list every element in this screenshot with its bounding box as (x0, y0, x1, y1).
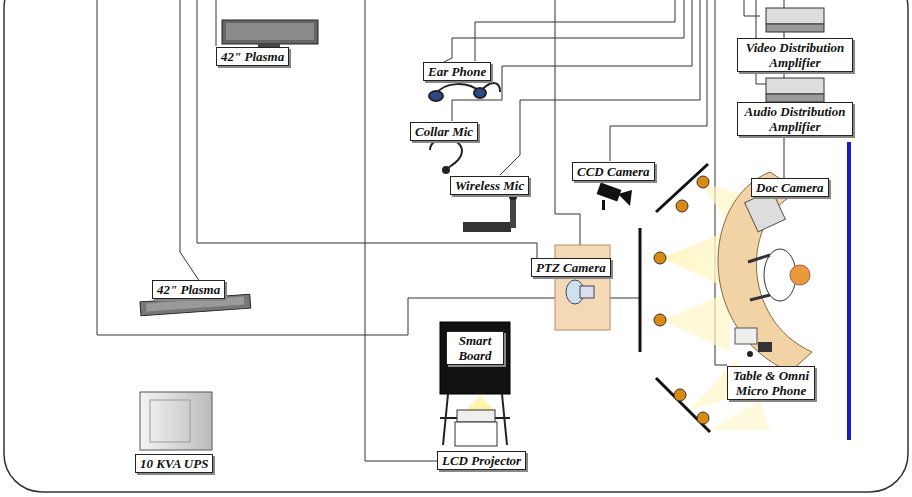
device-label: Collar Mic (410, 122, 478, 141)
label-text: LCD Projector (442, 453, 521, 468)
label-text: Audio Distribution Amplifier (745, 104, 846, 134)
plasma-top (222, 20, 318, 49)
device-label: Audio Distribution Amplifier (737, 102, 853, 136)
device-label: Wireless Mic (450, 176, 529, 195)
label-text: CCD Camera (577, 164, 650, 179)
video-amplifier (766, 8, 824, 32)
smart-board (440, 322, 510, 445)
device-label: CCD Camera (572, 162, 655, 181)
label-text: Smart Board (458, 333, 491, 363)
presenter (748, 249, 810, 301)
device-label: Smart Board (446, 331, 504, 365)
collar-mic (430, 139, 462, 173)
room-outline (4, 0, 908, 492)
ear-phone (429, 83, 500, 101)
device-label: 42" Plasma (152, 280, 225, 299)
device-label: Video Distribution Amplifier (737, 38, 853, 72)
label-text: 10 KVA UPS (140, 456, 208, 471)
device-label: PTZ Camera (531, 258, 611, 277)
device-label: Table & Omni Micro Phone (727, 366, 815, 400)
label-text: Collar Mic (415, 124, 473, 139)
lcd-projector (455, 396, 497, 446)
label-text: PTZ Camera (536, 260, 606, 275)
label-text: Table & Omni Micro Phone (733, 368, 809, 398)
ccd-camera (597, 183, 632, 210)
device-label: 10 KVA UPS (135, 454, 213, 473)
device-label: Ear Phone (423, 62, 491, 81)
label-text: Doc Camera (756, 180, 824, 195)
lamps (654, 176, 709, 424)
light-bars (640, 164, 710, 432)
label-text: 42" Plasma (157, 282, 220, 297)
label-text: 42" Plasma (221, 49, 284, 64)
presenter-desk (718, 172, 812, 372)
device-label: Doc Camera (751, 178, 829, 197)
device-label: 42" Plasma (216, 47, 289, 66)
ups (140, 392, 212, 450)
device-label: LCD Projector (437, 451, 526, 470)
audio-amplifier (766, 78, 824, 102)
wireless-mic (463, 192, 517, 232)
label-text: Ear Phone (428, 64, 486, 79)
label-text: Wireless Mic (455, 178, 524, 193)
projection-screen (847, 142, 851, 440)
label-text: Video Distribution Amplifier (746, 40, 845, 70)
wires (97, 0, 784, 461)
